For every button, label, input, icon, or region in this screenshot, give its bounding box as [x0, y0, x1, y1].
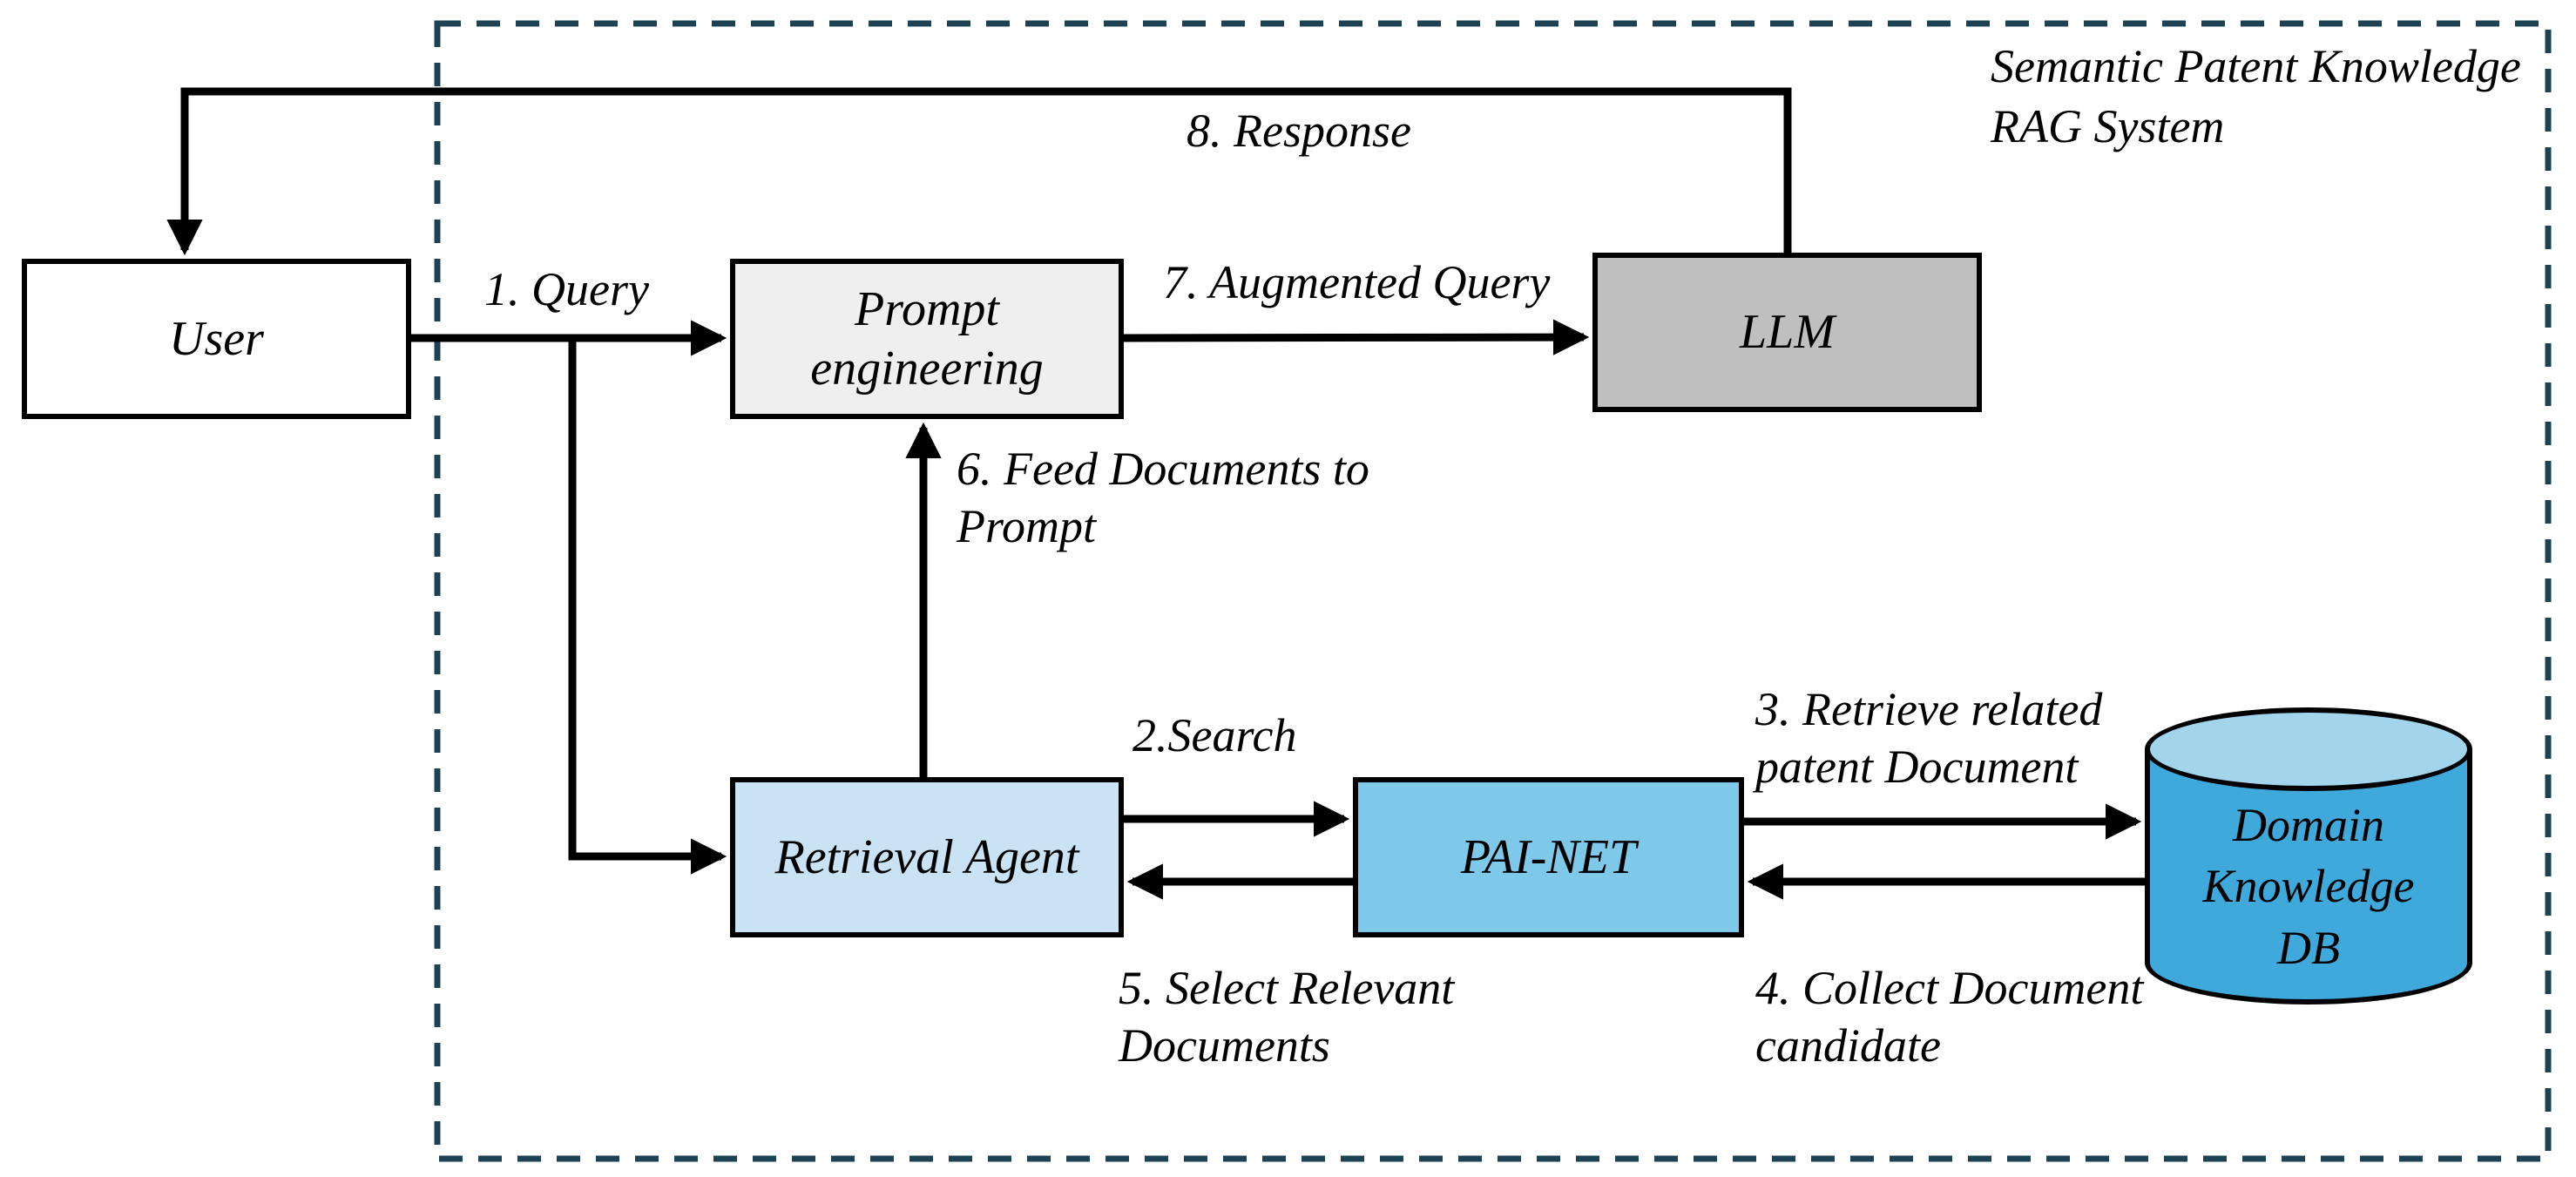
- edge-response-arrow: [166, 87, 1792, 256]
- response-edge-label: 8. Response: [1187, 105, 1411, 157]
- search-edge-label: 2.Search: [1132, 709, 1297, 761]
- retrieve-related-edge-label: 3. Retrieve related patent Document: [1755, 683, 2103, 793]
- prompt-engineering-node-label: Prompt engineering: [810, 281, 1044, 396]
- collect-candidate-edge-label: 4. Collect Document candidate: [1755, 962, 2144, 1072]
- pai-net-node: PAI-NET: [1353, 777, 1744, 937]
- diagram-title: Semantic Patent Knowledge RAG System: [1991, 40, 2521, 153]
- select-relevant-edge-label: 5. Select Relevant Documents: [1119, 962, 1455, 1072]
- user-node: User: [22, 259, 411, 419]
- retrieval-agent-node: Retrieval Agent: [730, 777, 1124, 937]
- edge-query-branch-arrow: [568, 338, 727, 875]
- domain-knowledge-db-label-wrap: Domain Knowledge DB: [2145, 775, 2472, 998]
- feed-documents-edge-label: 6. Feed Documents to Prompt: [957, 443, 1369, 552]
- llm-node-label: LLM: [1740, 305, 1835, 360]
- augmented-query-edge-label: 7. Augmented Query: [1163, 256, 1551, 308]
- retrieval-agent-node-label: Retrieval Agent: [774, 829, 1079, 884]
- domain-knowledge-db-node: Domain Knowledge DB: [2145, 707, 2472, 1005]
- system-boundary-dashed-border: [434, 20, 2552, 1162]
- edge-augmented-query-arrow: [1123, 319, 1590, 355]
- pai-net-node-label: PAI-NET: [1460, 829, 1637, 884]
- user-node-label: User: [169, 311, 264, 366]
- db-cylinder-top: [2145, 707, 2472, 791]
- llm-node: LLM: [1592, 253, 1982, 412]
- query-edge-label: 1. Query: [484, 263, 649, 315]
- prompt-engineering-node: Prompt engineering: [730, 259, 1124, 419]
- domain-knowledge-db-label: Domain Knowledge DB: [2202, 799, 2415, 974]
